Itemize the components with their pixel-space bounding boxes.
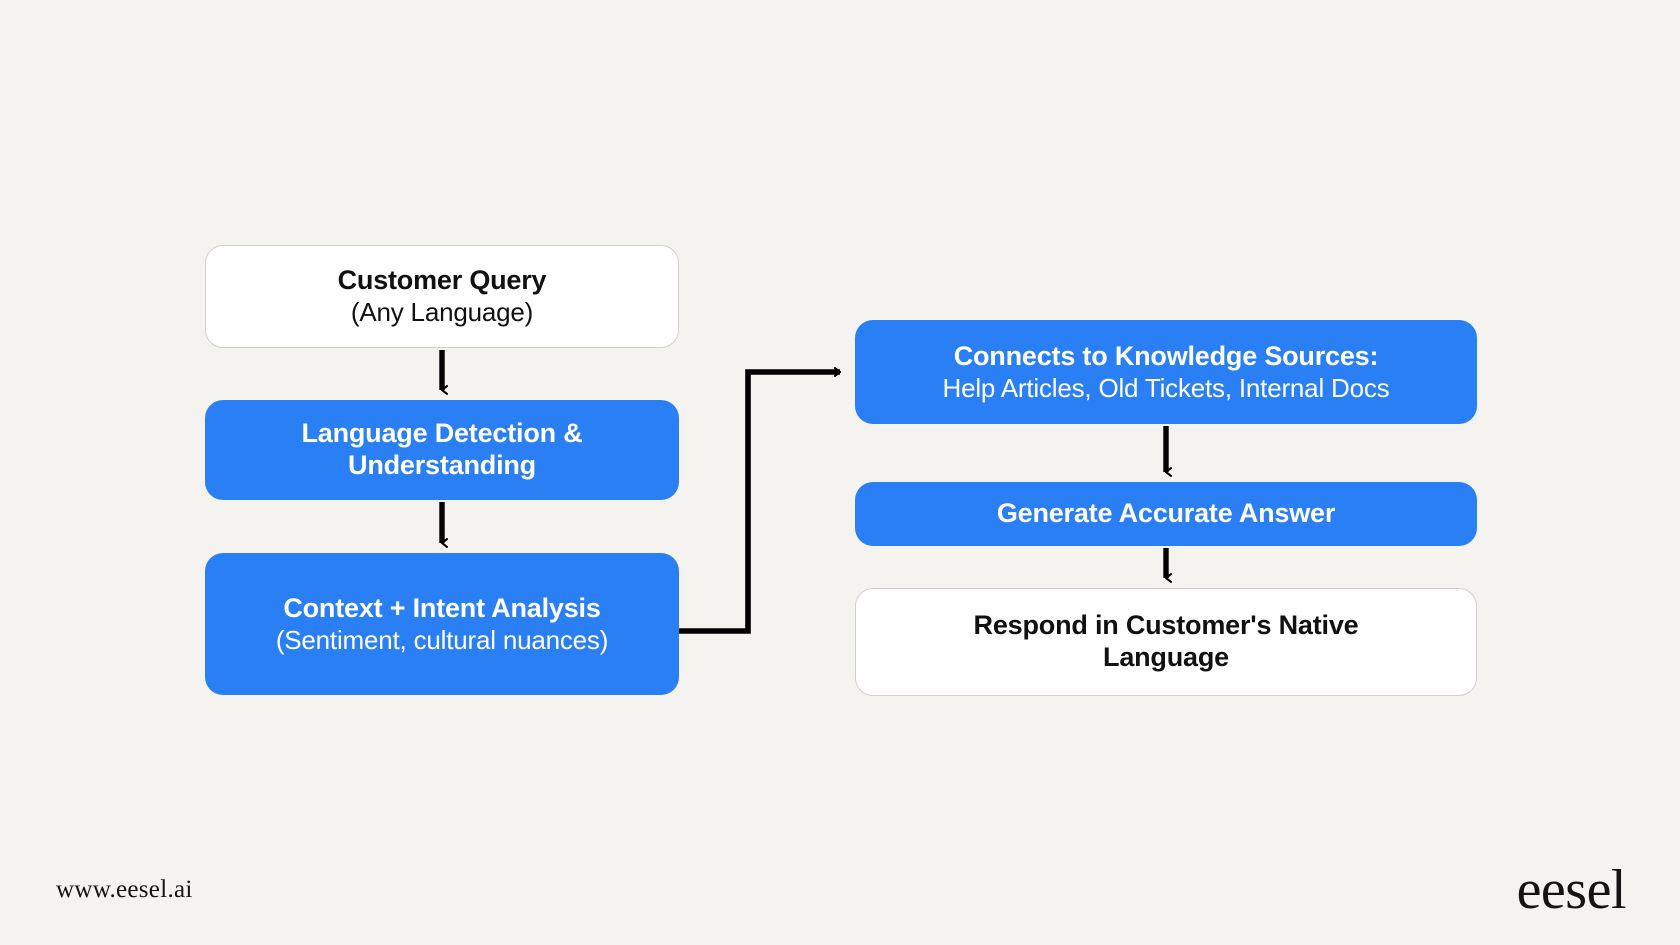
node-language-detection[interactable]: Language Detection & Understanding [205,400,679,500]
node-title-line2: Understanding [348,450,536,480]
footer-website-url: www.eesel.ai [56,876,193,903]
node-title: Respond in Customer's Native [973,610,1359,641]
node-title-line2: Language [1103,642,1229,672]
node-subtitle: Help Articles, Old Tickets, Internal Doc… [942,372,1390,403]
node-title: Customer Query [337,265,547,296]
node-generate-answer[interactable]: Generate Accurate Answer [855,482,1477,546]
node-title: Connects to Knowledge Sources: [953,340,1379,371]
node-subtitle: (Sentiment, cultural nuances) [275,624,609,655]
node-title: Generate Accurate Answer [996,498,1336,529]
edge-context-to-knowledge [679,367,842,634]
eesel-logo: eesel [1516,859,1627,921]
node-title: Language Detection & [301,418,583,449]
node-context-intent[interactable]: Context + Intent Analysis (Sentiment, cu… [205,553,679,695]
node-customer-query[interactable]: Customer Query (Any Language) [205,245,679,348]
node-respond-native[interactable]: Respond in Customer's Native Language [855,588,1477,696]
node-title: Context + Intent Analysis [283,592,601,623]
node-subtitle: (Any Language) [350,297,534,328]
node-knowledge-sources[interactable]: Connects to Knowledge Sources: Help Arti… [855,320,1477,424]
